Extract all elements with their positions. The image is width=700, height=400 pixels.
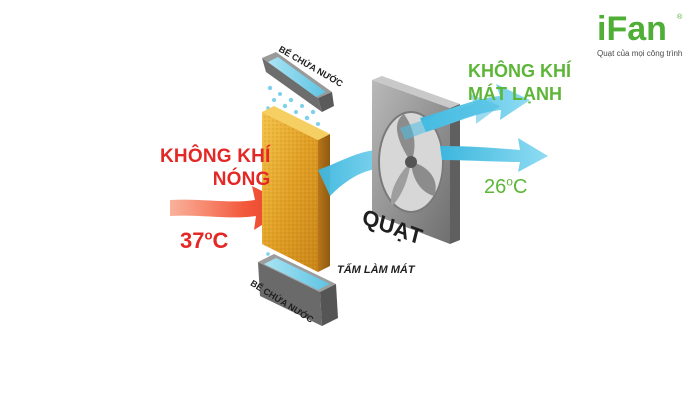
cool-air-label: KHÔNG KHÍ MÁT LẠNH xyxy=(468,60,571,106)
hot-air-arrow xyxy=(170,186,292,230)
brand-registered-mark: ® xyxy=(677,14,683,21)
cool-temp-degree: o xyxy=(506,174,513,189)
hot-air-label: KHÔNG KHÍ NÓNG xyxy=(160,145,271,191)
hot-air-temperature: 37oC xyxy=(180,228,228,254)
hot-temp-value: 37 xyxy=(180,228,205,253)
cool-air-label-line2: MÁT LẠNH xyxy=(468,84,562,104)
cool-air-arrow-center xyxy=(400,94,500,140)
brand-tagline: Quạt của mọi công trình xyxy=(597,49,683,58)
brand-logo: iFan xyxy=(597,10,667,48)
cooling-pad xyxy=(262,106,330,272)
cool-temp-unit: C xyxy=(512,176,528,198)
cool-temp-value: 26 xyxy=(484,176,507,198)
cool-air-arrow-lower xyxy=(440,138,548,172)
bottom-water-tank xyxy=(258,254,338,326)
top-water-tank xyxy=(262,52,334,112)
hot-air-label-line1: KHÔNG KHÍ xyxy=(160,146,271,167)
cool-air-label-line1: KHÔNG KHÍ xyxy=(468,61,571,81)
hot-temp-degree: o xyxy=(204,227,213,243)
hot-temp-unit: C xyxy=(212,228,229,253)
hot-air-label-line2: NÓNG xyxy=(212,169,271,190)
cooling-pad-label: TẤM LÀM MÁT xyxy=(337,264,415,276)
cool-air-temperature: 26oC xyxy=(484,174,528,199)
